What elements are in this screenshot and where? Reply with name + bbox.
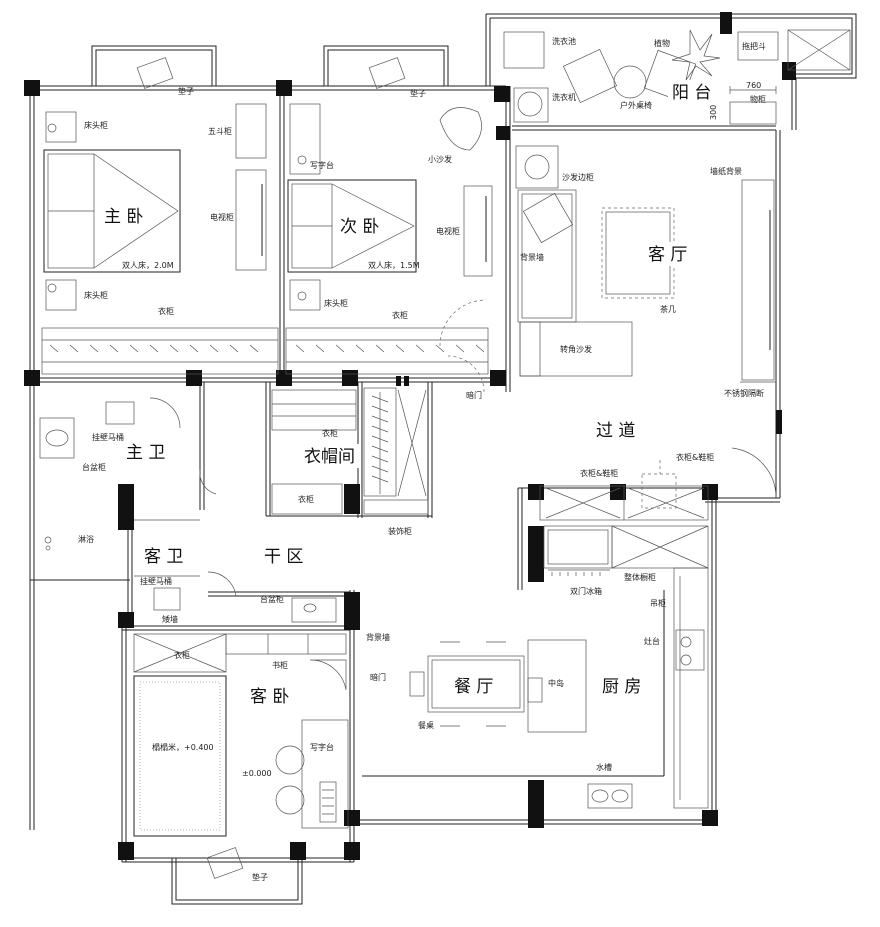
label-dim-760: 760 [746, 81, 761, 90]
label-nightstand: 床头柜 [84, 120, 108, 130]
room-cloakroom: 衣帽间 [304, 447, 355, 467]
room-second-bedroom: 次 卧 [340, 217, 379, 237]
room-corridor: 过 道 [596, 421, 635, 441]
room-balcony: 阳 台 [672, 83, 711, 103]
walls [29, 13, 857, 905]
label-mop-sink: 拖把斗 [742, 41, 766, 51]
label-fridge: 双门冰箱 [570, 586, 602, 596]
label-elevation: ±0.000 [242, 769, 272, 778]
label-basin: 台盆柜 [260, 594, 284, 604]
label-tatami: 榻榻米，+0.400 [152, 742, 214, 752]
label-double-bed: 双人床，2.0M [122, 260, 174, 270]
label-ss-partition: 不锈钢隔断 [724, 388, 764, 398]
label-dim-300: 300 [709, 105, 718, 120]
label-mat: 垫子 [410, 88, 426, 98]
label-dresser: 五斗柜 [208, 126, 232, 136]
label-wardrobe: 衣柜 [298, 494, 314, 504]
label-wall-toilet: 挂壁马桶 [92, 432, 124, 442]
label-island: 中岛 [548, 678, 564, 688]
label-wardrobe: 衣柜 [174, 650, 190, 660]
label-built-in-cabinet: 整体橱柜 [624, 572, 656, 582]
label-wardrobe: 衣柜 [392, 310, 408, 320]
label-dining-table: 餐桌 [418, 720, 434, 730]
label-sofa-side: 沙发边柜 [562, 172, 594, 182]
label-sink: 水槽 [596, 762, 612, 772]
label-wall-cabinet: 吊柜 [650, 598, 666, 608]
label-feature-wall: 背景墙 [520, 252, 544, 262]
room-living: 客 厅 [648, 245, 687, 265]
label-feature-wall: 背景墙 [366, 632, 390, 642]
label-wallpaper: 墙纸背景 [710, 166, 742, 176]
room-kitchen: 厨 房 [602, 677, 641, 697]
label-washing-machine: 洗衣机 [552, 92, 576, 102]
room-master-bedroom: 主 卧 [104, 207, 143, 227]
label-wardrobe: 衣柜 [322, 428, 338, 438]
label-corner-sofa: 转角沙发 [560, 344, 592, 354]
label-laundry-sink: 洗衣池 [552, 36, 576, 46]
label-wall-toilet: 挂壁马桶 [140, 576, 172, 586]
label-basin: 台盆柜 [82, 462, 106, 472]
label-hidden-door: 暗门 [370, 672, 386, 682]
label-double-bed: 双人床，1.5M [368, 260, 420, 270]
label-mat: 垫子 [178, 86, 194, 96]
labels: 垫子 垫子 垫子 洗衣池 植物 拖把斗 洗衣机 户外桌椅 760 300 物柜 … [78, 36, 766, 882]
label-small-sofa: 小沙发 [428, 154, 452, 164]
label-nightstand: 床头柜 [324, 298, 348, 308]
label-coffee-table: 茶几 [660, 304, 676, 314]
label-wardrobe-shoe: 衣柜&鞋柜 [676, 452, 714, 462]
label-plants: 植物 [654, 38, 670, 48]
label-desk: 写字台 [310, 160, 334, 170]
label-storage: 物柜 [750, 94, 766, 104]
furniture [39, 29, 851, 879]
label-desk: 写字台 [310, 742, 334, 752]
label-hidden-door: 暗门 [466, 390, 482, 400]
room-guest-bedroom: 客 卧 [250, 687, 289, 707]
label-tv-cabinet: 电视柜 [210, 212, 234, 222]
room-dry-area: 干 区 [264, 547, 303, 567]
label-shower: 淋浴 [78, 534, 94, 544]
label-decor-cabinet: 装饰柜 [388, 526, 412, 536]
label-stove: 灶台 [644, 636, 660, 646]
label-bookcase: 书柜 [272, 660, 288, 670]
label-tv-cabinet: 电视柜 [436, 226, 460, 236]
label-mat: 垫子 [252, 872, 268, 882]
room-guest-bath: 客 卫 [144, 547, 183, 567]
label-nightstand: 床头柜 [84, 290, 108, 300]
label-outdoor-table: 户外桌椅 [620, 100, 652, 110]
room-dining: 餐 厅 [454, 677, 493, 697]
label-low-wall: 矮墙 [162, 614, 178, 624]
room-titles: 主 卧 次 卧 客 厅 阳 台 过 道 衣帽间 主 卫 客 卫 干 区 客 卧 … [100, 80, 718, 708]
label-wardrobe: 衣柜 [158, 306, 174, 316]
label-wardrobe-shoe: 衣柜&鞋柜 [580, 468, 618, 478]
room-master-bath: 主 卫 [126, 443, 165, 463]
